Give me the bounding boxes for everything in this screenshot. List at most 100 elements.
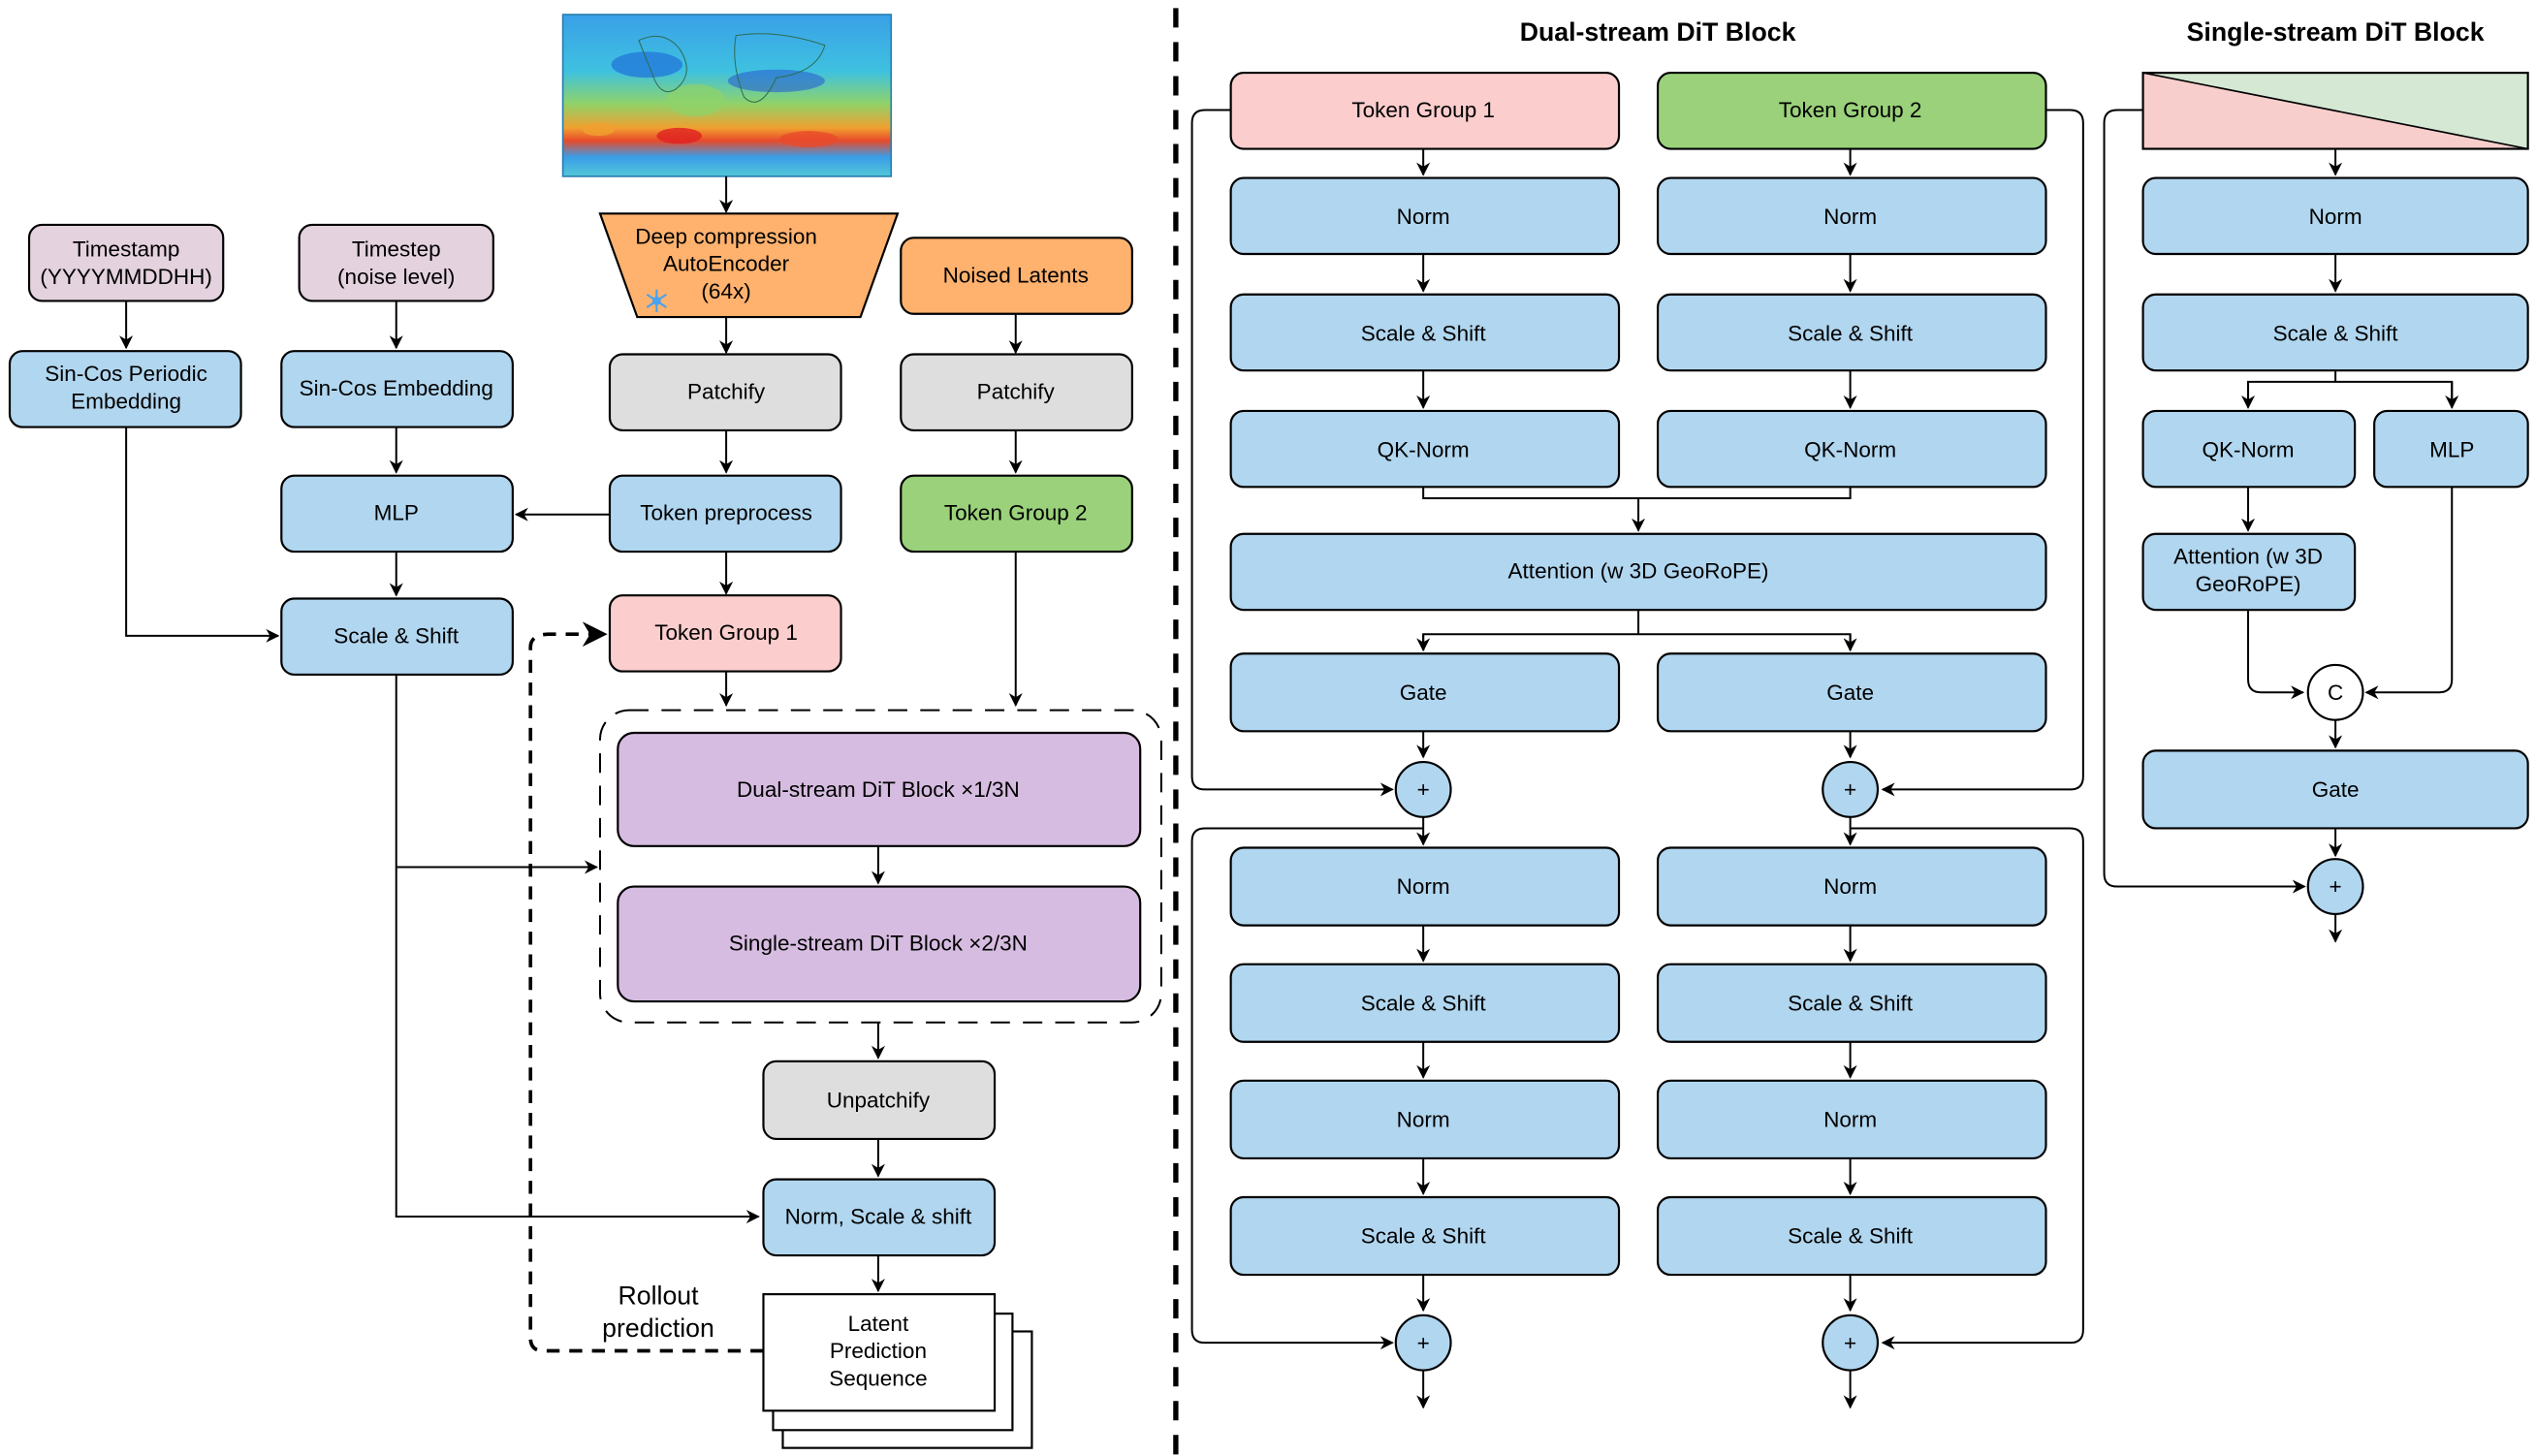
dual-token-group-2[interactable]: Token Group 2	[1656, 72, 2047, 150]
dual-norm-6-label: Norm	[1823, 1107, 1877, 1131]
dual-ss-5-label: Scale & Shift	[1361, 1224, 1487, 1249]
concat-node: C	[2306, 663, 2364, 721]
single-gate-label: Gate	[2312, 777, 2360, 802]
sincos-periodic-label-2: Embedding	[71, 390, 181, 414]
dual-stream-title: Dual-stream DiT Block	[1520, 17, 1796, 47]
dual-ss-4-label: Scale & Shift	[1788, 991, 1914, 1015]
dual-scale-shift-5[interactable]: Scale & Shift	[1229, 1195, 1621, 1277]
single-qk-label: QK-Norm	[2202, 438, 2294, 462]
dual-stream-dit-block[interactable]: Dual-stream DiT Block ×1/3N	[617, 731, 1142, 847]
timestep-label: Timestep	[352, 237, 441, 262]
dual-gate-2[interactable]: Gate	[1656, 652, 2047, 733]
unpatchify-block[interactable]: Unpatchify	[762, 1060, 997, 1140]
token-preprocess-block[interactable]: Token preprocess	[608, 474, 842, 554]
plus-icon: +	[1844, 777, 1856, 802]
single-mlp[interactable]: MLP	[2373, 409, 2529, 489]
dual-ss-2-label: Scale & Shift	[1788, 321, 1914, 345]
single-attention[interactable]: Attention (w 3D GeoRoPE)	[2141, 532, 2357, 612]
mlp-block[interactable]: MLP	[280, 474, 514, 554]
autoencoder-label-3: (64x)	[701, 279, 750, 303]
dual-ss-3-label: Scale & Shift	[1361, 991, 1487, 1015]
sincos-embedding[interactable]: Sin-Cos Embedding	[280, 350, 514, 428]
timestamp-label: Timestamp	[73, 237, 179, 262]
single-norm-label: Norm	[2309, 205, 2362, 229]
single-add: +	[2306, 858, 2364, 916]
dual-norm-5[interactable]: Norm	[1229, 1079, 1621, 1160]
sincos-periodic-label-1: Sin-Cos Periodic	[45, 362, 207, 386]
patchify-block-1[interactable]: Patchify	[608, 353, 842, 432]
timestamp-input[interactable]: Timestamp (YYYYMMDDHH)	[27, 223, 225, 302]
latent-label-1: Latent	[848, 1312, 909, 1336]
dual-norm-3[interactable]: Norm	[1229, 846, 1621, 927]
dual-qk-2-label: QK-Norm	[1804, 438, 1896, 462]
dual-norm-2[interactable]: Norm	[1656, 176, 2047, 256]
sincos-periodic-embedding[interactable]: Sin-Cos Periodic Embedding	[8, 350, 242, 428]
plus-icon: +	[1844, 1331, 1856, 1355]
scale-shift-label: Scale & Shift	[333, 623, 460, 648]
single-token-input[interactable]	[2141, 72, 2529, 150]
norm-scale-shift-block[interactable]: Norm, Scale & shift	[762, 1178, 997, 1257]
dual-norm-1[interactable]: Norm	[1229, 176, 1621, 256]
dual-norm-4[interactable]: Norm	[1656, 846, 2047, 927]
patchify-1-label: Patchify	[687, 379, 766, 403]
dual-scale-shift-6[interactable]: Scale & Shift	[1656, 1195, 2047, 1277]
norm-scale-shift-label: Norm, Scale & shift	[785, 1205, 972, 1229]
dual-norm-6[interactable]: Norm	[1656, 1079, 2047, 1160]
dual-attention-label: Attention (w 3D GeoRoPE)	[1508, 559, 1769, 584]
timestep-sub: (noise level)	[337, 265, 455, 289]
single-mlp-label: MLP	[2429, 438, 2474, 462]
timestamp-format: (YYYYMMDDHH)	[40, 265, 212, 289]
dit-stack-container	[598, 709, 1162, 1024]
dual-qk-norm-2[interactable]: QK-Norm	[1656, 409, 2047, 489]
dual-ss-6-label: Scale & Shift	[1788, 1224, 1914, 1249]
autoencoder-label-1: Deep compression	[635, 224, 817, 248]
dual-tg1-label: Token Group 1	[1351, 98, 1495, 122]
dual-norm-3-label: Norm	[1397, 874, 1450, 899]
dual-scale-shift-3[interactable]: Scale & Shift	[1229, 963, 1621, 1043]
rollout-label-2: prediction	[602, 1314, 714, 1343]
dual-add-1: +	[1394, 760, 1452, 818]
plus-icon: +	[2330, 874, 2342, 899]
sincos-embedding-label: Sin-Cos Embedding	[300, 376, 493, 400]
dual-gate-2-label: Gate	[1826, 681, 1874, 705]
dual-scale-shift-2[interactable]: Scale & Shift	[1656, 293, 2047, 372]
single-gate[interactable]: Gate	[2141, 749, 2529, 830]
token-group-2-label: Token Group 2	[944, 501, 1088, 525]
single-qk-norm[interactable]: QK-Norm	[2141, 409, 2357, 489]
snowflake-icon	[646, 289, 667, 313]
single-attn-label-2: GeoRoPE)	[2196, 572, 2301, 596]
unpatchify-label: Unpatchify	[827, 1088, 931, 1112]
single-norm[interactable]: Norm	[2141, 176, 2529, 256]
single-stream-dit-block[interactable]: Single-stream DiT Block ×2/3N	[617, 885, 1142, 1003]
dual-ss-1-label: Scale & Shift	[1361, 321, 1487, 345]
patchify-block-2[interactable]: Patchify	[900, 353, 1133, 432]
mlp-label: MLP	[374, 501, 419, 525]
single-stream-title: Single-stream DiT Block	[2187, 17, 2485, 47]
dual-norm-1-label: Norm	[1397, 205, 1450, 229]
dual-token-group-1[interactable]: Token Group 1	[1229, 72, 1621, 150]
dual-attention[interactable]: Attention (w 3D GeoRoPE)	[1229, 532, 2047, 612]
concat-icon: C	[2328, 681, 2343, 705]
dual-gate-1[interactable]: Gate	[1229, 652, 1621, 733]
single-ss-label: Scale & Shift	[2273, 321, 2399, 345]
latent-prediction-sequence[interactable]: Latent Prediction Sequence	[762, 1293, 1033, 1449]
timestep-input[interactable]: Timestep (noise level)	[298, 223, 494, 302]
single-scale-shift[interactable]: Scale & Shift	[2141, 293, 2529, 372]
dual-gate-1-label: Gate	[1400, 681, 1447, 705]
dual-norm-5-label: Norm	[1397, 1107, 1450, 1131]
autoencoder-block[interactable]: Deep compression AutoEncoder (64x)	[598, 212, 900, 319]
weather-map-image	[561, 14, 893, 177]
dual-qk-norm-1[interactable]: QK-Norm	[1229, 409, 1621, 489]
noised-latents-input[interactable]: Noised Latents	[900, 237, 1133, 315]
token-group-2-block[interactable]: Token Group 2	[900, 474, 1133, 554]
token-group-1-block[interactable]: Token Group 1	[608, 594, 842, 673]
scale-shift-block[interactable]: Scale & Shift	[280, 597, 514, 677]
dual-scale-shift-4[interactable]: Scale & Shift	[1656, 963, 2047, 1043]
token-group-1-label: Token Group 1	[654, 620, 798, 645]
dual-scale-shift-1[interactable]: Scale & Shift	[1229, 293, 1621, 372]
patchify-2-label: Patchify	[977, 379, 1056, 403]
dual-tg2-label: Token Group 2	[1779, 98, 1922, 122]
dual-norm-2-label: Norm	[1823, 205, 1877, 229]
dual-add-3: +	[1394, 1314, 1452, 1372]
